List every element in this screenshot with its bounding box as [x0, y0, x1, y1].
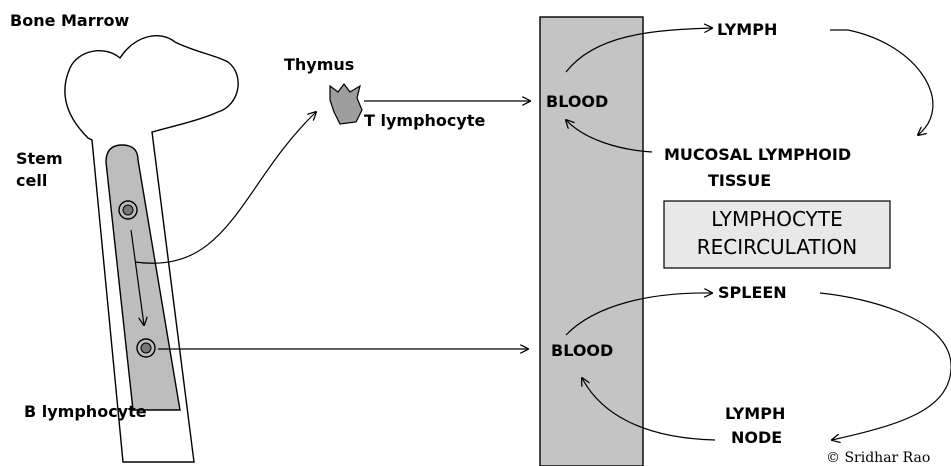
label-mucosal-line2: TISSUE	[708, 171, 771, 190]
label-lymph-node-line2: NODE	[731, 428, 782, 447]
label-b-lymphocyte: B lymphocyte	[24, 402, 147, 421]
label-blood-bottom: BLOOD	[551, 341, 613, 360]
label-lymph-node-line1: LYMPH	[725, 404, 785, 423]
thymus-icon	[330, 84, 362, 124]
label-stem: Stem	[16, 149, 63, 168]
label-lymph: LYMPH	[717, 20, 777, 39]
credit-text: © Sridhar Rao	[826, 450, 930, 466]
label-t-lymphocyte: T lymphocyte	[364, 111, 485, 130]
arrow-stem-to-thymus	[135, 112, 316, 263]
blood-band	[540, 17, 643, 466]
label-cell: cell	[16, 171, 47, 190]
bone	[65, 36, 238, 462]
spleen-tail	[820, 293, 951, 440]
label-mucosal-line1: MUCOSAL LYMPHOID	[664, 145, 851, 164]
marrow-cavity	[106, 145, 180, 410]
arrow-lymph-to-mucosal	[848, 30, 933, 135]
label-blood-top: BLOOD	[546, 92, 608, 111]
recirculation-line2: RECIRCULATION	[697, 235, 857, 259]
label-thymus: Thymus	[284, 55, 354, 74]
label-bone-marrow: Bone Marrow	[10, 11, 129, 30]
label-spleen: SPLEEN	[718, 283, 787, 302]
recirculation-line1: LYMPHOCYTE	[711, 207, 842, 231]
